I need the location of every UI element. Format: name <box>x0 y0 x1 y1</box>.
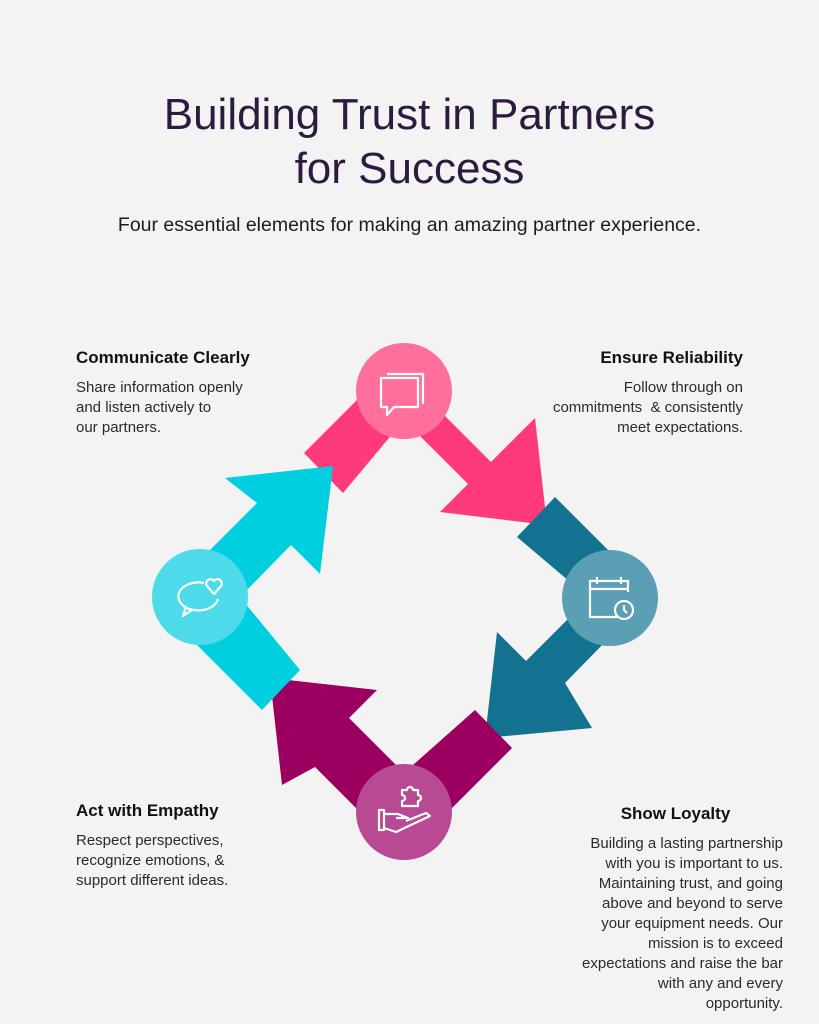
element-line: mission is to exceed <box>647 935 783 952</box>
element-communicate-clearly: Communicate Clearly Share information op… <box>76 348 306 438</box>
chat-heart-icon <box>152 549 248 645</box>
element-line: our partners. <box>76 419 162 436</box>
element-line: with any and every <box>657 975 783 992</box>
element-title: Show Loyalty <box>620 804 731 823</box>
element-line: and listen actively to <box>76 399 212 416</box>
subtitle: Four essential elements for making an am… <box>117 214 702 236</box>
title-line-2: for Success <box>294 144 525 193</box>
element-title: Act with Empathy <box>76 801 219 820</box>
element-title: Communicate Clearly <box>76 348 250 367</box>
element-line: opportunity. <box>705 995 783 1012</box>
element-line: support different ideas. <box>76 872 229 889</box>
element-line: expectations and raise the bar <box>582 955 783 972</box>
element-line: meet expectations. <box>617 419 743 436</box>
element-line: Respect perspectives, <box>76 832 224 849</box>
element-line: commitments & consistently <box>552 399 743 416</box>
title-line-1: Building Trust in Partners <box>163 90 656 139</box>
element-line: Building a lasting partnership <box>590 835 783 852</box>
element-line: Maintaining trust, and going <box>598 875 783 892</box>
hand-puzzle-icon <box>356 764 452 860</box>
element-show-loyalty: Show Loyalty Building a lasting partners… <box>553 804 803 1014</box>
element-line: Follow through on <box>623 379 743 396</box>
element-title: Ensure Reliability <box>600 348 743 367</box>
element-line: your equipment needs. Our <box>601 915 783 932</box>
element-line: with you is important to us. <box>605 855 783 872</box>
page-title: Building Trust in Partners for Success <box>0 88 819 196</box>
element-act-with-empathy: Act with Empathy Respect perspectives, r… <box>76 801 306 891</box>
element-line: recognize emotions, & <box>76 852 225 869</box>
calendar-clock-icon <box>562 550 658 646</box>
element-line: above and beyond to serve <box>602 895 783 912</box>
chat-bubbles-icon <box>356 343 452 439</box>
element-ensure-reliability: Ensure Reliability Follow through on com… <box>493 348 743 438</box>
element-line: Share information openly <box>76 379 243 396</box>
